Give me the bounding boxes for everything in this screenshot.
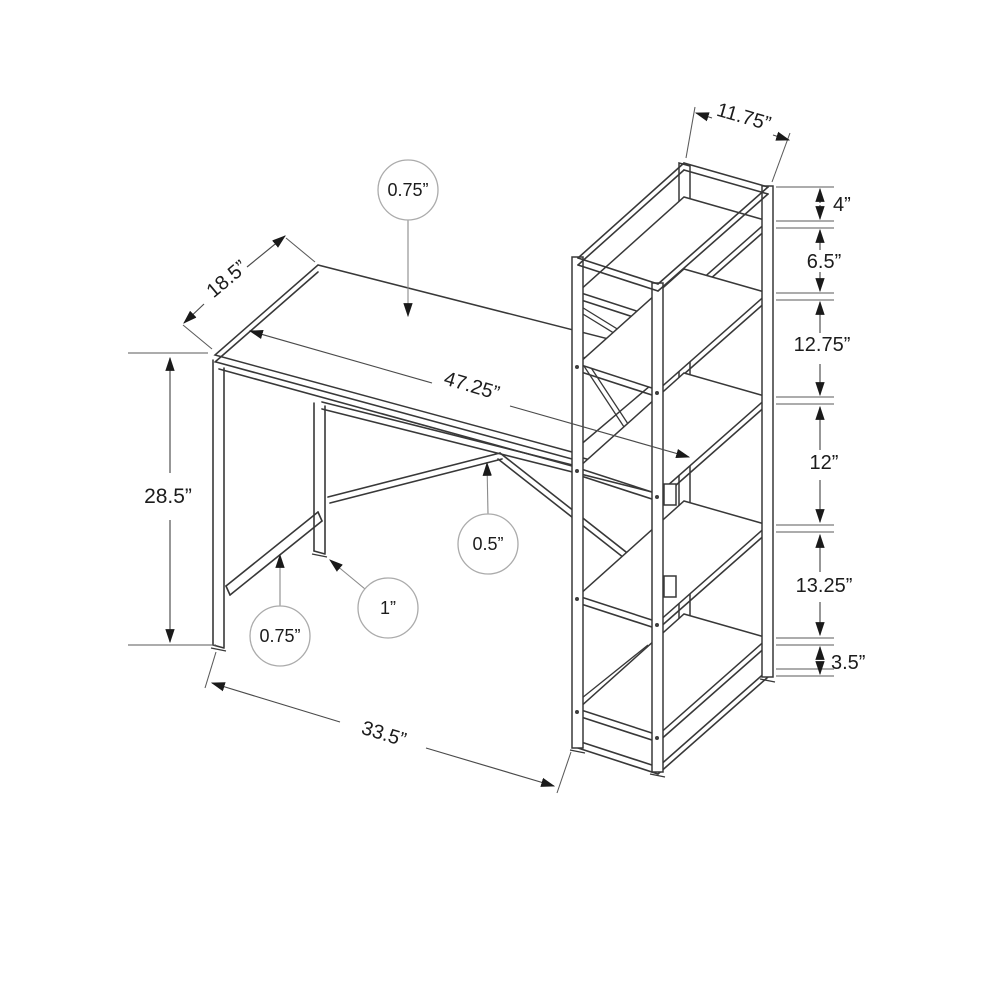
mounting-tab — [663, 483, 677, 506]
stretcher-thickness-label: 0.75” — [259, 626, 300, 646]
tower-shelves — [576, 196, 770, 743]
desk-height-label: 28.5” — [144, 485, 192, 508]
screw-dots — [575, 365, 659, 740]
gap-label-12-75: 12.75” — [794, 334, 851, 356]
desk — [210, 264, 685, 652]
dimension-tower-width: 11.75” — [685, 99, 791, 183]
shelf-tower — [569, 162, 776, 778]
mounting-tab — [663, 575, 677, 598]
gap-label-13-25: 13.25” — [796, 575, 853, 597]
dimension-desk-height: 28.5” — [128, 352, 216, 646]
tower-bottom-rails — [577, 669, 769, 775]
brace-thickness-label: 0.5” — [472, 534, 503, 554]
tower-width-label: 11.75” — [714, 99, 773, 135]
leg-span-label: 33.5” — [359, 717, 409, 751]
tower-front-right-post — [651, 282, 664, 773]
desk-side-stretcher — [225, 511, 323, 596]
dimension-shelf-gaps: 4” 6.5” 12.75” 12” 13.25” 3.5” — [776, 186, 865, 677]
gap-label-12: 12” — [810, 452, 839, 474]
tower-rear-right-post — [761, 185, 774, 678]
desk-rear-left-leg — [311, 402, 328, 558]
balloon-brace-thickness: 0.5” — [457, 461, 519, 575]
balloon-leg-thickness: 1” — [329, 559, 419, 639]
tower-front-left-post — [571, 256, 584, 749]
dimension-leg-span: 33.5” — [204, 651, 572, 794]
shelf — [576, 500, 770, 630]
balloon-desktop-thickness: 0.75” — [377, 159, 439, 318]
desk-front-left-leg — [210, 359, 227, 652]
tower-top-frame — [577, 162, 769, 292]
gap-label-4: 4” — [833, 194, 851, 216]
balloon-stretcher-thickness: 0.75” — [249, 553, 311, 667]
desktop-thickness-label: 0.75” — [387, 180, 428, 200]
leg-thickness-label: 1” — [380, 598, 396, 618]
desk-depth-label: 18.5” — [203, 256, 252, 302]
gap-label-3-5: 3.5” — [831, 652, 865, 674]
gap-label-6-5: 6.5” — [807, 251, 841, 273]
